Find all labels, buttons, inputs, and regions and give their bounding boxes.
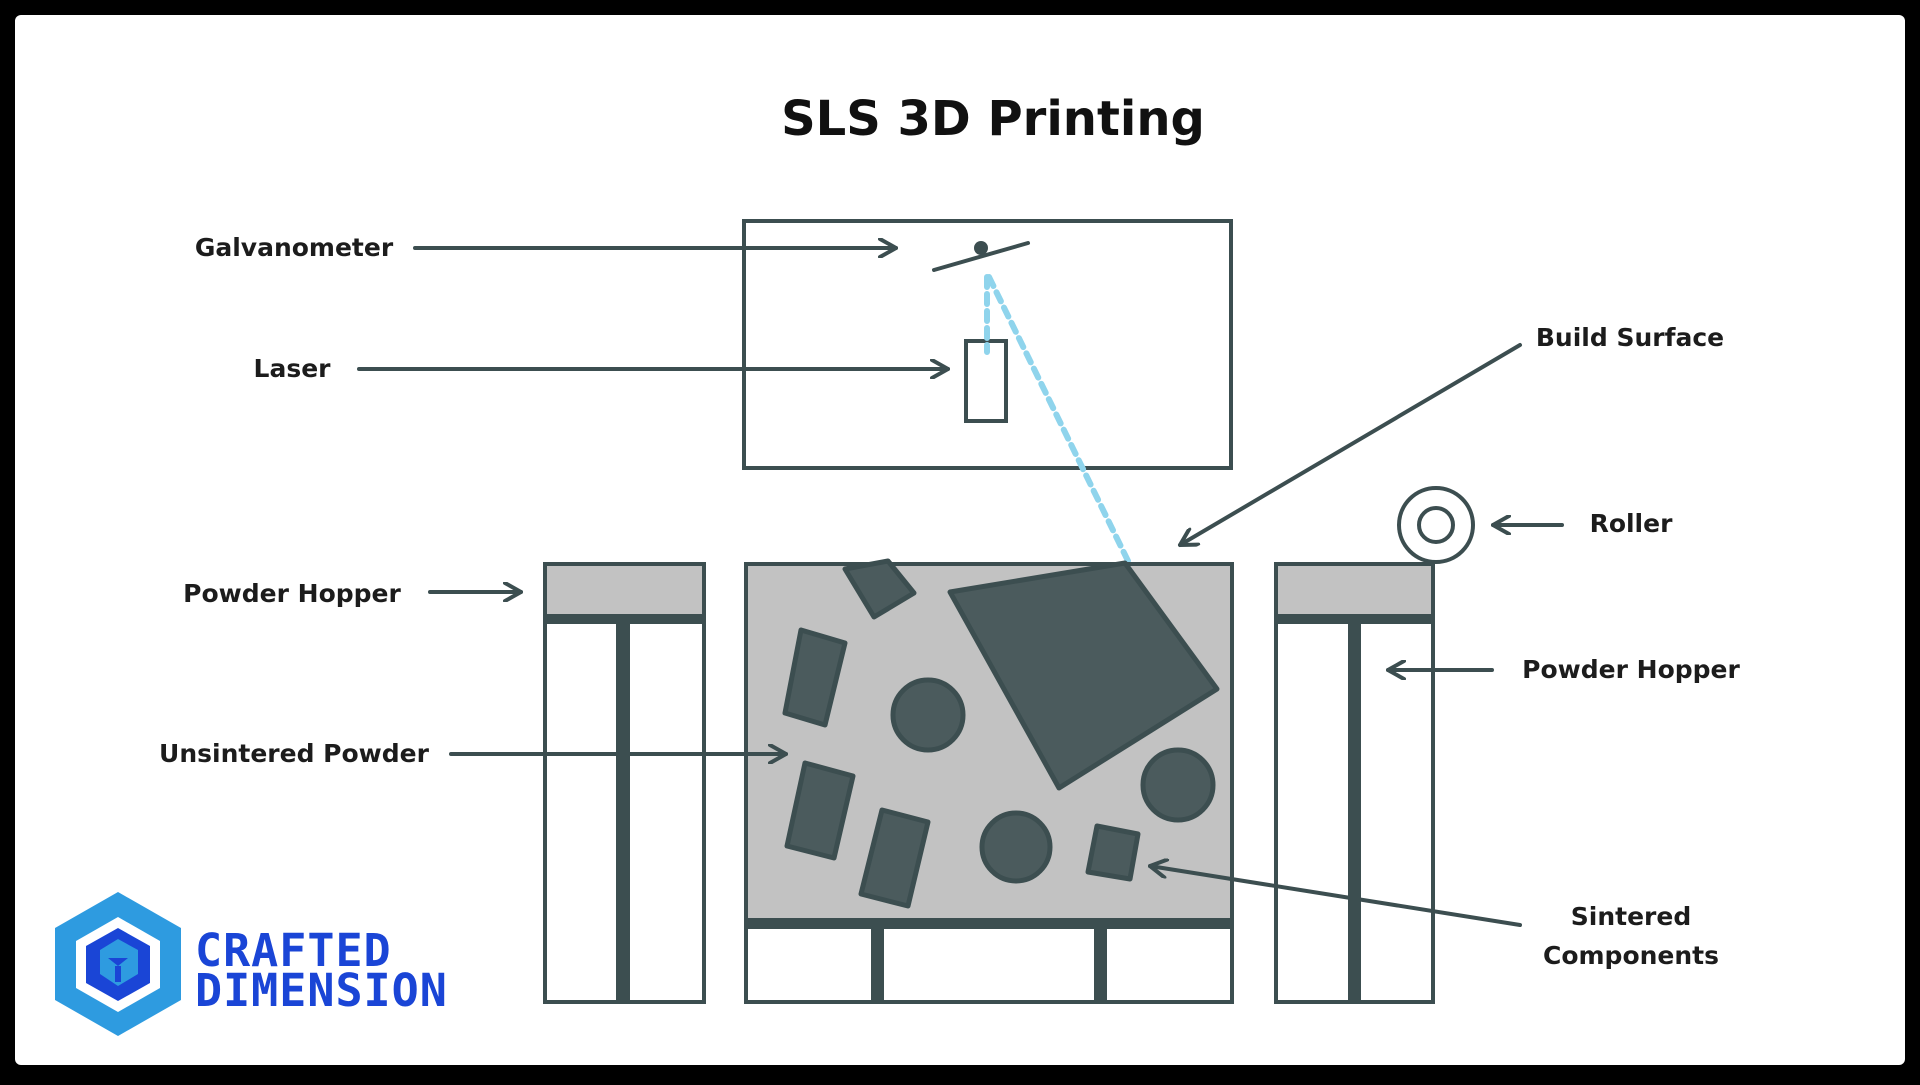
powder-hopper-left-label: Powder Hopper <box>183 579 401 608</box>
sintered-part <box>1140 747 1216 823</box>
sintered-part <box>782 627 848 728</box>
build-platform <box>746 918 1232 929</box>
sintered-components <box>782 558 1220 909</box>
build-surface-arrow <box>1178 343 1522 547</box>
diagram-title: SLS 3D Printing <box>781 91 1205 147</box>
powder-hopper-left <box>543 562 706 1004</box>
powder-hopper-right-label: Powder Hopper <box>1522 655 1740 684</box>
sintered-part <box>947 560 1220 791</box>
logo-text-line2: DIMENSION <box>195 964 448 1017</box>
sintered-part <box>784 760 856 861</box>
roller <box>1397 486 1475 564</box>
galvanometer-mirror <box>932 241 1030 272</box>
sintered-components-label-line1: Sintered <box>1571 902 1691 931</box>
sintered-components-label-line2: Components <box>1543 941 1719 970</box>
laser-housing <box>742 219 1233 470</box>
sintered-part <box>979 810 1053 884</box>
sintered-part <box>858 807 931 909</box>
sintered-part <box>1085 823 1141 882</box>
galvanometer-pivot <box>974 241 988 255</box>
roller-label: Roller <box>1590 509 1674 538</box>
build-surface-label: Build Surface <box>1536 323 1724 352</box>
galvanometer-label: Galvanometer <box>195 233 394 262</box>
laser-label: Laser <box>254 354 332 383</box>
sintered-part <box>890 677 966 753</box>
sintered-components-arrow <box>1148 866 1522 927</box>
sintered-part <box>842 558 917 620</box>
laser-beam <box>984 274 1133 568</box>
logo-text-line1: CRAFTED <box>195 924 392 977</box>
crafted-dimension-logo: CRAFTED DIMENSION <box>55 892 448 1036</box>
powder-hopper-right <box>1274 562 1435 1004</box>
unsintered-powder-label: Unsintered Powder <box>159 739 430 768</box>
